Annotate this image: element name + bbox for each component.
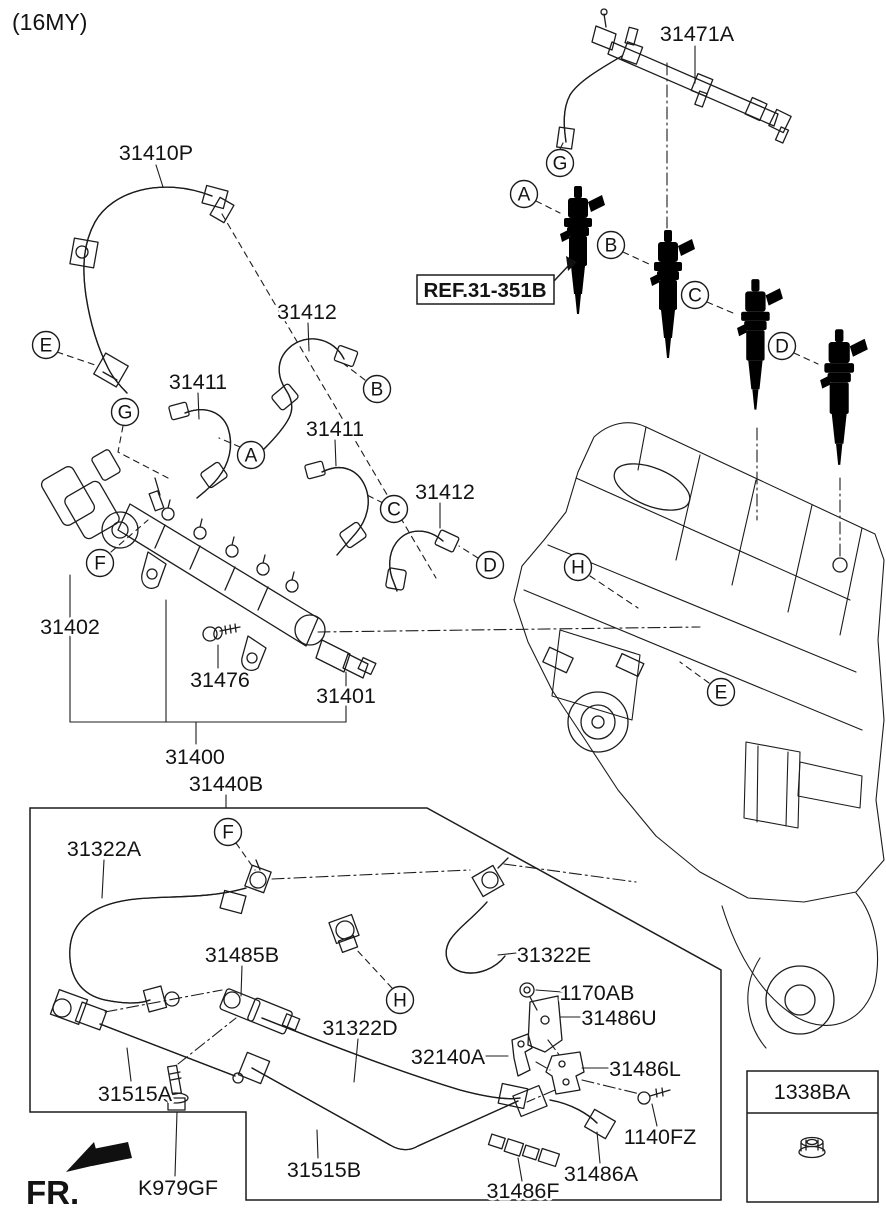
callout-circles: E G A B C D F G A B C D H E F H — [31, 148, 797, 1015]
callout-a: A — [509, 179, 539, 209]
ref-callout: REF.31-351B — [416, 256, 577, 305]
low-pressure-section-box — [29, 807, 722, 1201]
injector-drawing-1 — [560, 182, 605, 329]
part-label-32140A: 32140A — [411, 1045, 486, 1069]
injection-pipe-31412-upper-drawing — [263, 338, 359, 450]
fitting-H-drawing — [328, 913, 360, 954]
legend-part-number: 1338BA — [774, 1080, 851, 1104]
callout-letter: A — [518, 185, 531, 206]
hose-31322A-drawing — [69, 859, 272, 1013]
callout-f: F — [85, 548, 115, 578]
part-label-31476: 31476 — [190, 668, 250, 692]
hose-31322E-drawing — [445, 857, 509, 974]
callout-letter: D — [775, 337, 789, 358]
part-label-31486L: 31486L — [609, 1057, 681, 1081]
part-label-1170AB: 1170AB — [560, 981, 635, 1005]
part-label-31322D: 31322D — [322, 1016, 397, 1040]
callout-letter: H — [571, 558, 585, 579]
part-label-1140FZ: 1140FZ — [624, 1125, 697, 1149]
callout-a: A — [236, 440, 266, 470]
part-label-31486U: 31486U — [581, 1006, 656, 1030]
part-label-31410P: 31410P — [119, 141, 193, 165]
bolt-1170AB-drawing — [519, 982, 538, 1011]
callout-letter: H — [393, 991, 407, 1012]
callout-letter: C — [688, 286, 702, 307]
part-label-31440B: 31440B — [189, 772, 263, 796]
callout-letter: F — [94, 554, 106, 575]
model-year-label: (16MY) — [12, 9, 87, 35]
callout-f: F — [213, 817, 243, 847]
callout-letter: B — [371, 380, 384, 401]
callout-letter: E — [40, 336, 53, 357]
part-label-31400: 31400 — [165, 745, 225, 769]
part-label-31402: 31402 — [40, 615, 100, 639]
part-label-31515A: 31515A — [98, 1082, 173, 1106]
part-number-labels: 31410P 31471A 31412 31411 31411 31412 31402 314… — [38, 20, 738, 1206]
hose-31322D-drawing — [261, 1017, 529, 1110]
callout-letter: C — [387, 500, 401, 521]
hose-31486A-drawing — [549, 1099, 617, 1140]
construction-lines — [56, 62, 841, 1103]
callout-letter: G — [118, 403, 133, 424]
injection-pipe-31412-lower-drawing — [385, 529, 460, 592]
callout-letter: B — [605, 236, 618, 257]
clip-32140A-drawing — [511, 1033, 533, 1077]
callout-c: C — [680, 280, 710, 310]
part-label-31515B: 31515B — [287, 1158, 361, 1182]
bracket-31486U-drawing — [527, 995, 563, 1053]
nut-icon — [798, 1136, 826, 1159]
bracket-31486L-drawing — [545, 1051, 585, 1095]
injector-drawing-4 — [820, 325, 868, 481]
part-label-31411-left: 31411 — [169, 370, 227, 394]
injection-pipe-31411-left-drawing — [168, 401, 232, 499]
legend-box — [746, 1070, 879, 1203]
part-label-31486F: 31486F — [487, 1179, 560, 1203]
part-label-31322E: 31322E — [517, 943, 591, 967]
fuel-pipe-31410P-drawing — [69, 184, 235, 394]
rail-bolt — [202, 623, 241, 642]
part-label-31411-right: 31411 — [306, 417, 364, 441]
leader-lines — [69, 45, 696, 1182]
callout-g: G — [545, 148, 575, 178]
engine-block-drawing — [513, 422, 885, 1049]
front-label: FR. — [26, 1174, 79, 1211]
return-hose-assembly-drawing — [556, 8, 792, 150]
valve-31485B-drawing — [219, 988, 301, 1035]
part-label-31412-lower: 31412 — [415, 480, 475, 504]
callout-c: C — [379, 494, 409, 524]
pipe-31515A-drawing — [49, 989, 244, 1084]
part-label-31485B: 31485B — [205, 943, 279, 967]
part-label-31471A: 31471A — [660, 22, 735, 46]
callout-b: B — [362, 374, 392, 404]
rail-ports — [161, 499, 299, 593]
callout-letter: A — [245, 446, 258, 467]
callout-g: G — [110, 397, 140, 427]
callout-d: D — [767, 331, 797, 361]
callout-letter: G — [553, 154, 568, 175]
callout-b: B — [596, 230, 626, 260]
pipe-31486F-drawing — [487, 1133, 561, 1168]
fuel-rail-assembly-drawing — [40, 449, 377, 679]
front-direction-arrow-icon — [66, 1142, 132, 1172]
hose-31515B-drawing — [237, 1051, 548, 1151]
callout-d: D — [475, 550, 505, 580]
bolt-K979GF-drawing — [163, 1064, 189, 1111]
part-label-31412-upper: 31412 — [277, 300, 337, 324]
callout-h: H — [385, 985, 415, 1015]
callout-e: E — [31, 330, 61, 360]
injection-pipe-31411-right-drawing — [304, 460, 369, 556]
part-label-31322A: 31322A — [67, 837, 142, 861]
callout-e: E — [706, 677, 736, 707]
callout-letter: D — [483, 556, 497, 577]
bolt-1140FZ-drawing — [637, 1087, 671, 1105]
part-label-K979GF: K979GF — [138, 1176, 218, 1200]
rail-pressure-sensor — [315, 639, 377, 679]
ref-label: REF.31-351B — [423, 279, 546, 302]
part-label-31486A: 31486A — [564, 1162, 639, 1186]
callout-letter: E — [715, 683, 728, 704]
part-label-31401: 31401 — [316, 684, 376, 708]
callout-h: H — [563, 552, 593, 582]
callout-letter: F — [222, 823, 234, 844]
